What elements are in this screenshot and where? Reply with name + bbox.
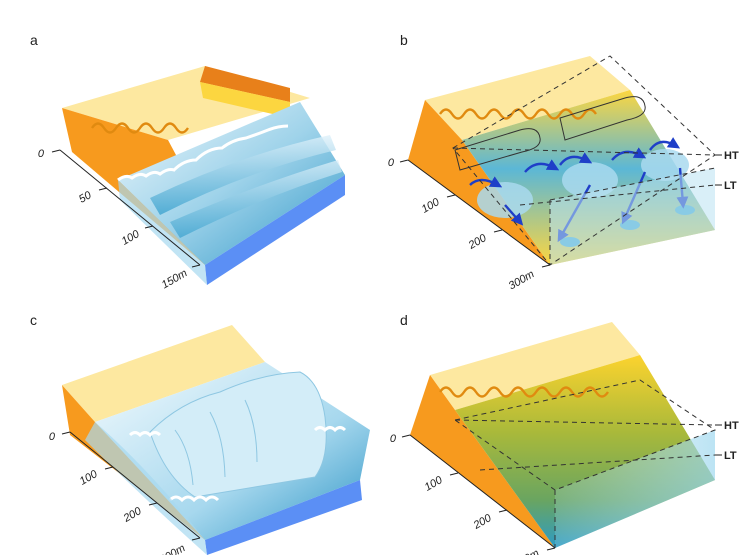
panel-a-letter: a bbox=[30, 32, 38, 48]
panel-b-rip-cell bbox=[641, 149, 689, 181]
panel-c-tick-label: 200 bbox=[121, 505, 145, 526]
panel-c-letter: c bbox=[30, 312, 37, 328]
panel-d-tide-box bbox=[453, 379, 717, 491]
panel-a-bar-1 bbox=[150, 135, 336, 215]
panel-c-tick-label: 100 bbox=[78, 468, 101, 488]
panel-a-side bbox=[205, 175, 345, 285]
panel-d-axis bbox=[409, 434, 556, 549]
panel-b-tick-label: 0 bbox=[388, 157, 395, 169]
panel-b: b bbox=[388, 32, 739, 292]
panel-a-tick-label: 150m bbox=[160, 267, 190, 291]
panel-d-high-tide-label: HT bbox=[724, 420, 739, 432]
panel-b-water-box bbox=[550, 168, 715, 265]
panel-b-high-tide-label: HT bbox=[724, 150, 739, 162]
panel-a-axis bbox=[59, 149, 201, 266]
panel-a-tick-label: 50 bbox=[77, 189, 94, 206]
panel-b-dune-top bbox=[425, 56, 630, 140]
panel-c-foam bbox=[128, 431, 162, 438]
panel-b-tick-label: 300m bbox=[507, 268, 537, 292]
panel-c-tick-label: 300m bbox=[158, 542, 188, 555]
panel-d-water-box bbox=[555, 430, 715, 548]
panel-b-tick-label: 100 bbox=[420, 196, 443, 216]
panel-a-foam bbox=[117, 124, 289, 182]
panel-d-tick-label: 100 bbox=[423, 474, 446, 494]
panel-b-rip-cell bbox=[562, 162, 618, 198]
panel-d-dune-ridge bbox=[439, 386, 609, 398]
panel-c: c 0 100 200 300m bbox=[30, 312, 370, 555]
panel-c-dune-top bbox=[62, 325, 265, 422]
panel-c-axis bbox=[69, 431, 201, 539]
panel-d-cliff bbox=[410, 375, 555, 548]
panel-b-letter: b bbox=[400, 32, 408, 48]
panel-d: d 0 100 200 300m HT LT bbox=[390, 312, 739, 555]
panel-d-letter: d bbox=[400, 312, 408, 328]
panel-a-berm bbox=[200, 66, 290, 102]
panel-d-low-tide-label: LT bbox=[724, 450, 737, 462]
panel-b-axis bbox=[407, 159, 551, 266]
panel-d-tick-label: 200 bbox=[471, 512, 495, 533]
panel-c-side bbox=[205, 480, 362, 555]
panel-d-tick-label: 0 bbox=[390, 433, 397, 445]
panel-c-tick-label: 0 bbox=[49, 431, 56, 443]
panel-a-dune-ridge bbox=[91, 122, 189, 134]
panel-b-horn-outline bbox=[559, 96, 646, 141]
panel-b-horn-outline bbox=[454, 128, 541, 171]
panel-c-wave-crest bbox=[149, 371, 327, 498]
panel-d-dune-top bbox=[430, 322, 640, 410]
panel-a-tick-label: 100 bbox=[120, 228, 143, 248]
panel-a: a 0 50 100 150m bbox=[30, 32, 345, 291]
panel-b-rip-cell bbox=[477, 182, 533, 218]
panel-a-tick-label: 0 bbox=[38, 148, 45, 160]
panel-a-bar-2 bbox=[170, 160, 342, 238]
panel-d-tick-label: 300m bbox=[512, 547, 542, 555]
panel-b-tick-label: 200 bbox=[466, 232, 490, 253]
panel-b-low-tide-label: LT bbox=[724, 180, 737, 192]
